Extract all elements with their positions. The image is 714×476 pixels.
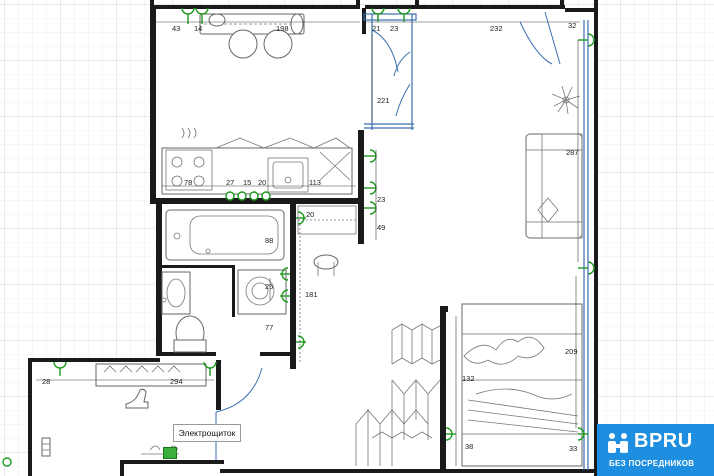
dimension-label: 78	[184, 178, 192, 187]
dimension-label: 181	[305, 290, 318, 299]
electrical-panel-label: Электрощиток	[173, 424, 241, 442]
dimension-label: 209	[565, 347, 578, 356]
door-arc-3	[519, 21, 553, 65]
washing-machine	[237, 269, 287, 315]
dimension-label: 28	[42, 377, 50, 386]
dimension-label: 88	[265, 236, 273, 245]
window-top	[363, 13, 417, 21]
dimension-label: 27	[226, 178, 234, 187]
stool	[263, 29, 293, 59]
dimension-label: 77	[265, 323, 273, 332]
dimension-label: 15	[243, 178, 251, 187]
bed	[461, 303, 583, 467]
walls	[28, 0, 598, 476]
kitchen-counter	[161, 147, 353, 195]
dimension-labels: 43 14 198 21 23 232 32 221 287 78 27 15 …	[42, 21, 579, 453]
socket-icon	[587, 33, 595, 47]
people-icon	[608, 433, 628, 453]
door-arc-2	[393, 51, 411, 77]
wall-bottom	[220, 469, 598, 473]
hallway	[41, 363, 207, 457]
closet-small	[297, 205, 357, 276]
sink	[161, 271, 191, 315]
dimension-label: 32	[568, 21, 576, 30]
wardrobe	[355, 323, 441, 466]
dimension-label: 221	[377, 96, 390, 105]
wall-hall-top	[30, 358, 160, 362]
door-arc-hall	[215, 367, 263, 413]
dimension-label: 20	[258, 178, 266, 187]
dimension-label: 33	[569, 444, 577, 453]
shoe-icon	[125, 388, 149, 409]
dimension-label: 294	[170, 377, 183, 386]
wall-hall-left	[28, 358, 32, 476]
dimension-label: 23	[390, 24, 398, 33]
logo-brand: BPRU	[634, 430, 693, 452]
wall-kitchen-bath	[150, 198, 294, 204]
electrical-panel-icon	[163, 447, 177, 459]
dimension-label: 132	[462, 374, 475, 383]
wall-bath-right	[290, 204, 296, 369]
logo-subtitle: БЕЗ ПОСРЕДНИКОВ	[609, 459, 695, 468]
dimension-lines	[36, 21, 580, 466]
dimension-label: 198	[276, 24, 289, 33]
dimension-label: 20	[306, 210, 314, 219]
bathroom	[161, 209, 287, 353]
plant-icon	[551, 85, 581, 115]
socket-icon	[587, 261, 595, 275]
dimension-label: 287	[566, 148, 579, 157]
electrical-sockets	[2, 7, 595, 467]
dimension-label: 21	[372, 24, 380, 33]
dimension-label: 43	[172, 24, 180, 33]
dimension-label: 25	[265, 282, 273, 291]
stool	[228, 29, 258, 59]
radiator	[41, 437, 51, 457]
dimension-label: 232	[490, 24, 503, 33]
wall-left-bath	[156, 204, 162, 354]
kitchen	[161, 13, 353, 195]
dimension-label: 23	[377, 195, 385, 204]
shoe-shelf	[95, 363, 207, 387]
bathtub	[165, 209, 285, 261]
socket-icon	[2, 457, 12, 467]
bpru-logo[interactable]: BPRU БЕЗ ПОСРЕДНИКОВ	[597, 424, 714, 476]
dimension-label: 14	[194, 24, 202, 33]
wall-right	[594, 0, 598, 476]
wall-top-left	[150, 5, 360, 9]
dimension-label: 49	[377, 223, 385, 232]
dimension-label: 113	[309, 178, 321, 187]
wall-top-right	[365, 5, 565, 9]
wall-kitchen-right	[358, 130, 364, 198]
dimension-label: 38	[465, 442, 473, 451]
living-room	[355, 85, 583, 467]
wall-left-kitchen	[150, 5, 156, 203]
